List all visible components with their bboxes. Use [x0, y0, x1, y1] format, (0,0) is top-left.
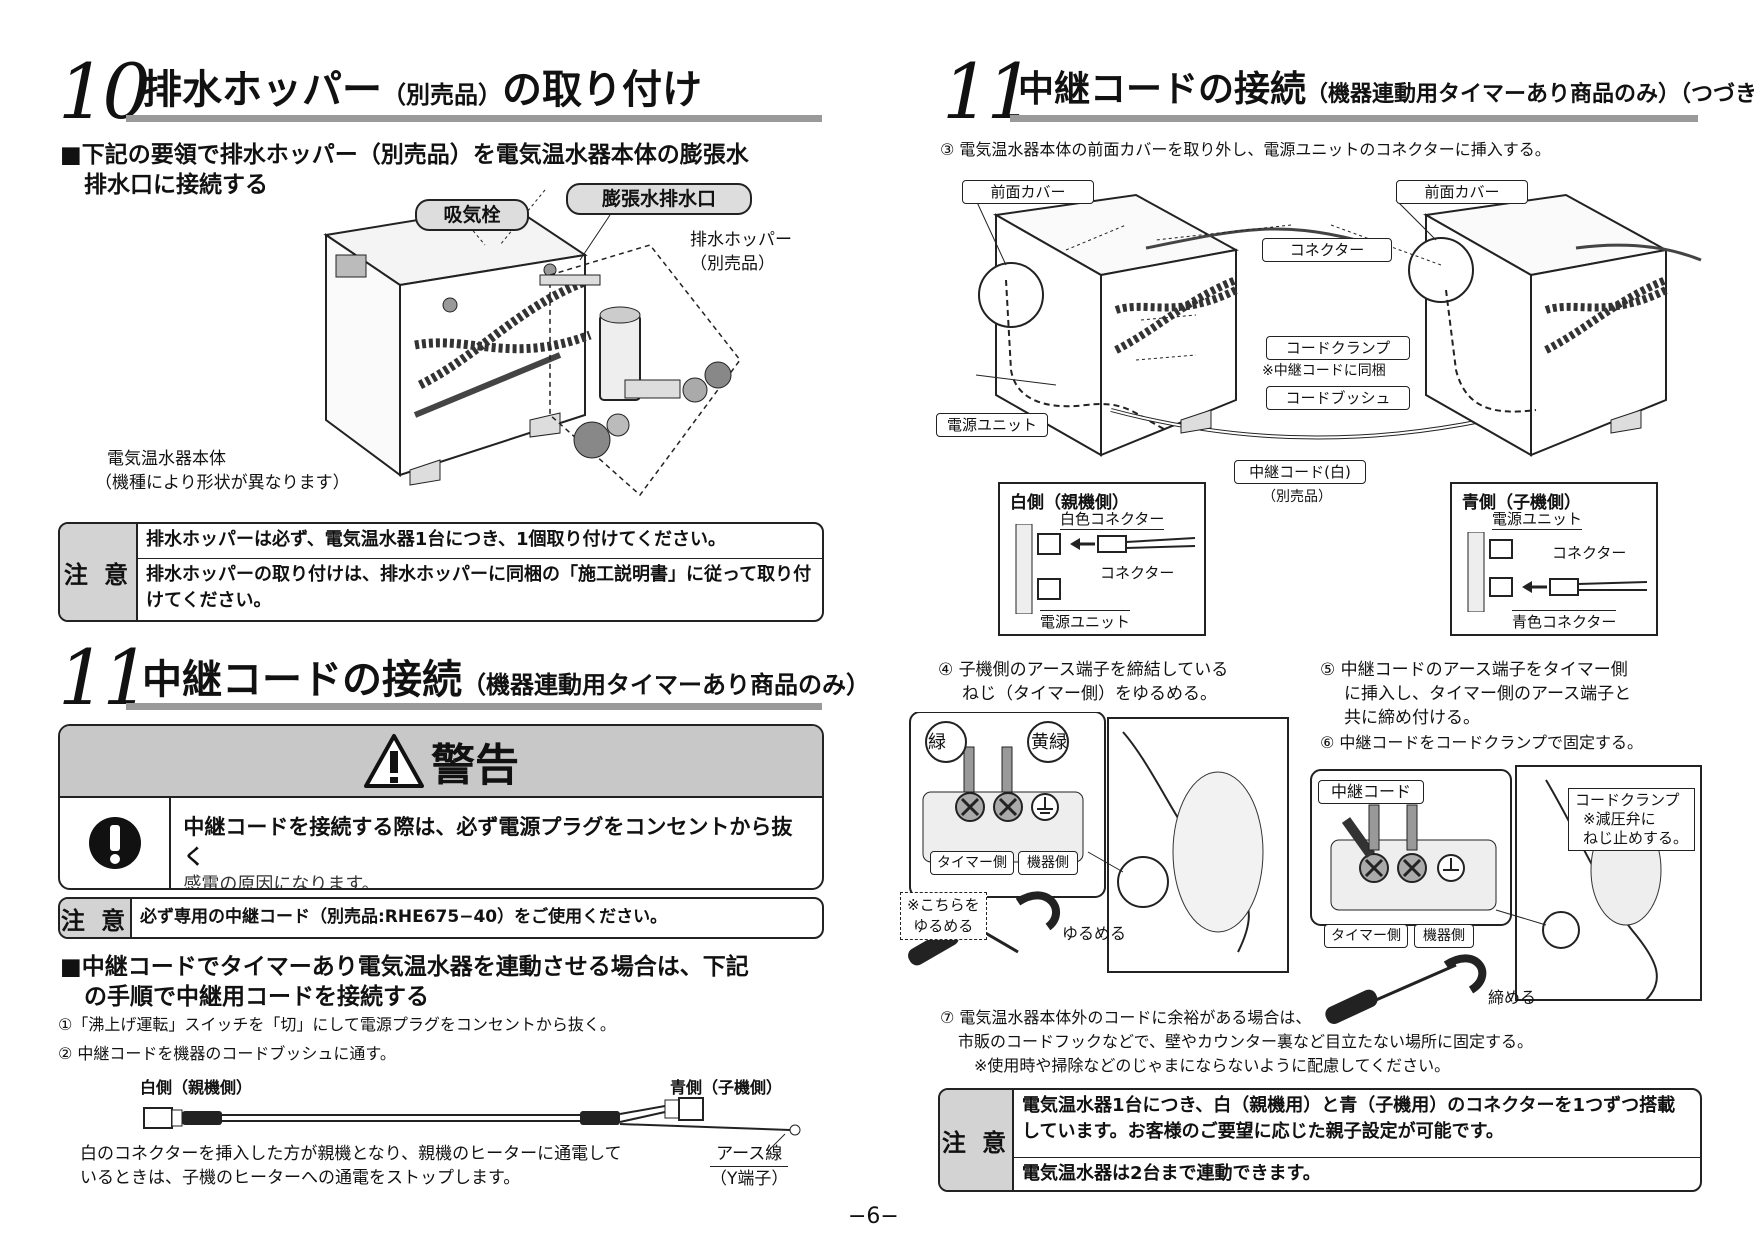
cord-blue-side-label: 青側（子機側）: [670, 1078, 783, 1097]
label-device-side-6: 機器側: [1414, 924, 1474, 948]
caution-label: 注 意: [940, 1090, 1014, 1190]
label-green: 緑: [928, 732, 946, 753]
caution-label: 注 意: [60, 899, 132, 937]
label-loosen: ゆるめる: [1062, 924, 1127, 943]
label-relay-cord: 中継コード: [1318, 780, 1424, 804]
section-11-title: 中継コードの接続（機器連動用タイマーあり商品のみ）: [142, 657, 870, 703]
right-section-11-title: 中継コードの接続（機器連動用タイマーあり商品のみ）（つづき）: [1018, 69, 1754, 110]
step-2: ② 中継コードを機器のコードブッシュに通す。: [58, 1044, 396, 1063]
label-cord-clamp: コードクランプ: [1266, 336, 1410, 360]
caution-row: 必ず専用の中継コード（別売品:RHE675−40）をご使用ください。: [140, 907, 668, 927]
label-heater-body: 電気温水器本体 （機種により形状が異なります）: [95, 449, 350, 493]
warning-main-text: 中継コードを接続する際は、必ず電源プラグをコンセントから抜く: [183, 815, 793, 869]
relay-cord-note: 白のコネクターを挿入した方が親機となり、親機のヒーターに通電して いるときは、子…: [80, 1144, 622, 1188]
label-connector: コネクター: [1262, 238, 1392, 262]
section-11-number: 11: [58, 633, 151, 722]
label-timer-side-6: タイマー側: [1324, 924, 1408, 948]
step-1: ①「沸上げ運転」スイッチを「切」にして電源プラグをコンセントから抜く。: [58, 1015, 616, 1034]
caution-label: 注 意: [60, 524, 138, 620]
warning-triangle-icon: [364, 734, 424, 788]
warning-box: 警告 中継コードを接続する際は、必ず電源プラグをコンセントから抜く 感電の原因に…: [58, 724, 824, 890]
step-7: ⑦ 電気温水器本体外のコードに余裕がある場合は、 市販のコードフックなどで、壁や…: [940, 1008, 1534, 1075]
section-10-caution-box: 注 意 排水ホッパーは必ず、電気温水器1台につき、1個取り付けてください。 排水…: [58, 522, 824, 622]
power-unit-diagram: [975, 193, 1702, 457]
right-title-bar: [1010, 115, 1698, 122]
label-intake-plug: 吸気栓: [415, 199, 529, 231]
section-10-instruction: ■下記の要領で排水ホッパー（別売品）を電気温水器本体の膨張水 排水口に接続する: [60, 142, 749, 198]
blue-connector-illustration: [1467, 532, 1648, 612]
label-expansion-drain: 膨張水排水口: [566, 183, 752, 215]
label-front-cover-left: 前面カバー: [962, 180, 1094, 204]
label-relay-cord-white: 中継コード(白): [1234, 460, 1366, 484]
prohibition-cell: [60, 798, 172, 888]
label-device-side: 機器側: [1018, 851, 1078, 875]
blue-side-box: 青側（子機側） 電源ユニット コネクター 青色コネクター: [1450, 482, 1658, 636]
caution-row: 排水ホッパーの取り付けは、排水ホッパーに同梱の「施工説明書」に従って取り付けてく…: [146, 564, 812, 611]
label-cord-bush: コードブッシュ: [1266, 386, 1410, 410]
relay-cord-diagram: [143, 1097, 801, 1150]
label-cord-clamp-note: ※中継コードに同梱: [1262, 363, 1386, 379]
page-number: −6−: [848, 1204, 899, 1229]
section-10-title: 排水ホッパー（別売品）の取り付け: [142, 67, 702, 113]
earth-wire-label: アース線 （Y端子）: [710, 1144, 789, 1189]
label-relay-cord-sub: （別売品）: [1262, 489, 1332, 505]
step-5: ⑤ 中継コードのアース端子をタイマー側 に挿入し、タイマー側のアース端子と 共に…: [1320, 660, 1632, 728]
loosen-this-note: ※こちらを ゆるめる: [900, 892, 987, 940]
label-yellow-green: 黄緑: [1031, 732, 1067, 753]
label-timer-side: タイマー側: [930, 851, 1014, 875]
exclamation-icon: [88, 817, 141, 869]
section-11-caution-box: 注 意 必ず専用の中継コード（別売品:RHE675−40）をご使用ください。: [58, 897, 824, 939]
right-caution-box: 注 意 電気温水器1台につき、白（親機用）と青（子機用）のコネクターを1つずつ搭…: [938, 1088, 1702, 1192]
label-drain-hopper: 排水ホッパー （別売品）: [690, 230, 792, 274]
white-side-box: 白側（親機側） 白色コネクター コネクター 電源ユニット: [998, 482, 1206, 636]
white-connector-illustration: [1015, 524, 1196, 614]
clamp-note: コードクランプ ※減圧弁に ねじ止めする。: [1568, 788, 1696, 851]
step-6: ⑥ 中継コードをコードクランプで固定する。: [1320, 733, 1643, 752]
loosen-screw-diagram: [908, 712, 1289, 973]
caution-row: 電気温水器は2台まで連動できます。: [1022, 1163, 1321, 1184]
warning-sub-text: 感電の原因になります。: [183, 874, 380, 890]
label-power-unit: 電源ユニット: [936, 413, 1048, 437]
label-front-cover-right: 前面カバー: [1396, 180, 1528, 204]
caution-row: 電気温水器1台につき、白（親機用）と青（子機用）のコネクターを1つずつ搭載してい…: [1014, 1090, 1700, 1158]
step-4: ④ 子機側のアース端子を締結している ねじ（タイマー側）をゆるめる。: [938, 660, 1229, 704]
caution-row: 排水ホッパーは必ず、電気温水器1台につき、1個取り付けてください。: [138, 524, 822, 559]
label-tighten: 締める: [1488, 988, 1537, 1007]
step-3: ③ 電気温水器本体の前面カバーを取り外し、電源ユニットのコネクターに挿入する。: [940, 140, 1551, 159]
warning-header: 警告: [60, 726, 822, 798]
section-11-instruction: ■中継コードでタイマーあり電気温水器を連動させる場合は、下記 の手順で中継用コー…: [60, 954, 749, 1010]
section-10-title-bar: [126, 115, 822, 122]
section-11-title-bar: [126, 703, 822, 710]
cord-white-side-label: 白側（親機側）: [140, 1078, 253, 1097]
